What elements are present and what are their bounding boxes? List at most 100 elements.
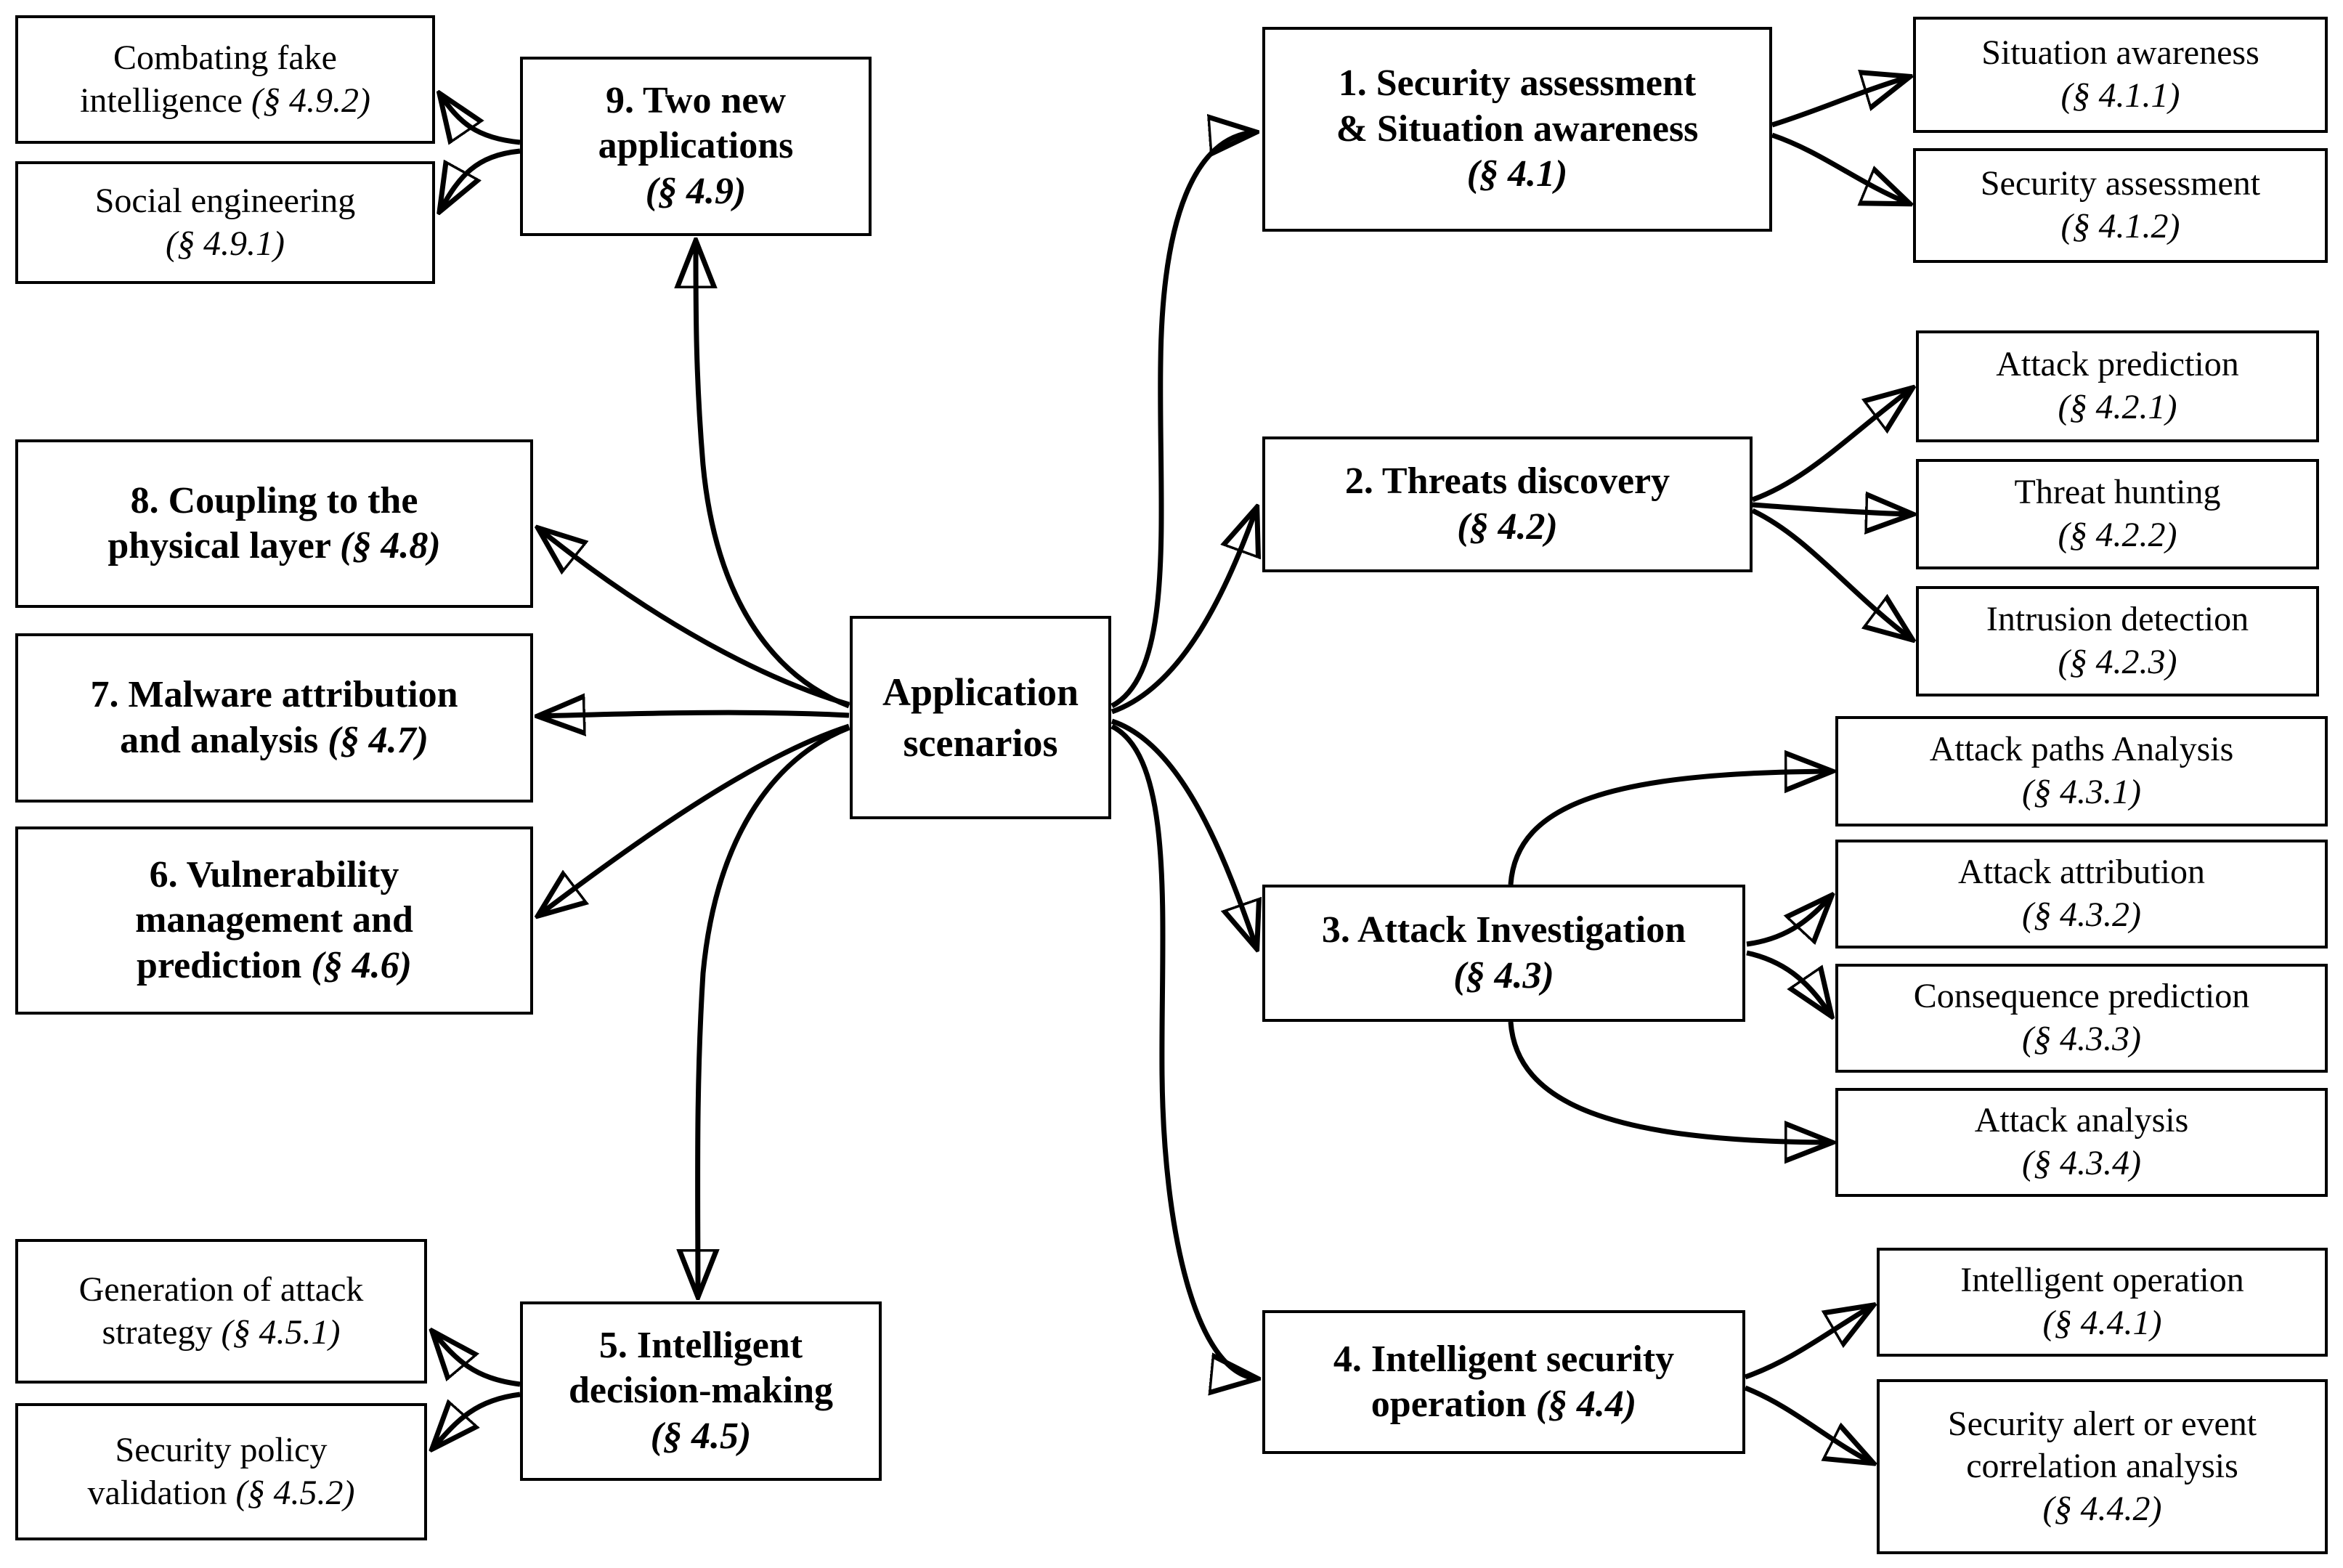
node-label: 5. Intelligent decision-making (§ 4.5) <box>523 1323 879 1459</box>
node-application-scenarios: Application scenarios <box>850 616 1111 819</box>
node-threats-discovery: 2. Threats discovery (§ 4.2) <box>1262 436 1753 572</box>
arrow-center-to-1 <box>1110 132 1255 709</box>
node-label: 3. Attack Investigation (§ 4.3) <box>1265 908 1742 999</box>
arrow-2-to-422 <box>1752 505 1912 514</box>
arrow-3-to-434 <box>1508 1021 1831 1142</box>
node-vulnerability-management-prediction: 6. Vulnerability management and predicti… <box>15 826 533 1015</box>
arrow-9-to-combating <box>440 94 521 142</box>
node-label: Security alert or event correlation anal… <box>1880 1403 2325 1531</box>
node-title: Generation of attack strategy <box>78 1270 364 1352</box>
node-security-assessment-situation-awareness: 1. Security assessment & Situation aware… <box>1262 27 1772 232</box>
section-ref: (§ 4.1.2) <box>2060 207 2180 245</box>
node-attack-paths-analysis: Attack paths Analysis (§ 4.3.1) <box>1835 716 2328 826</box>
node-label: 9. Two new applications (§ 4.9) <box>523 78 869 214</box>
arrow-center-to-7 <box>539 712 850 716</box>
section-ref: (§ 4.9.1) <box>166 224 285 263</box>
node-title: 6. Vulnerability management and predicti… <box>135 853 413 986</box>
node-title: Consequence prediction <box>1913 977 2250 1016</box>
node-title: Situation awareness <box>1981 33 2259 73</box>
arrow-center-to-4 <box>1110 723 1256 1378</box>
arrow-3-to-431 <box>1508 771 1831 885</box>
node-label: Social engineering (§ 4.9.1) <box>18 180 432 265</box>
section-ref: (§ 4.4.2) <box>2042 1489 2162 1528</box>
node-attack-analysis: Attack analysis (§ 4.3.4) <box>1835 1088 2328 1197</box>
arrow-5-to-policy <box>433 1392 521 1448</box>
node-title: Attack prediction <box>1996 345 2239 384</box>
section-ref: (§ 4.1.1) <box>2060 76 2180 115</box>
node-intrusion-detection: Intrusion detection (§ 4.2.3) <box>1916 586 2319 696</box>
section-ref: (§ 4.3.4) <box>2022 1144 2141 1182</box>
arrow-center-to-3 <box>1110 718 1256 948</box>
node-combating-fake-intelligence: Combating fake intelligence (§ 4.9.2) <box>15 15 435 144</box>
node-label: Security assessment (§ 4.1.2) <box>1916 163 2325 248</box>
node-label: 2. Threats discovery (§ 4.2) <box>1265 459 1750 550</box>
arrow-3-to-432 <box>1746 896 1831 947</box>
section-ref: (§ 4.5.2) <box>235 1473 355 1512</box>
node-label: Security policy validation (§ 4.5.2) <box>18 1429 424 1514</box>
node-security-assessment: Security assessment (§ 4.1.2) <box>1913 148 2328 263</box>
section-ref: (§ 4.2.2) <box>2058 516 2177 554</box>
node-title: Attack analysis <box>1974 1101 2189 1140</box>
node-label: Situation awareness (§ 4.1.1) <box>1916 32 2325 117</box>
node-title: Security alert or event correlation anal… <box>1947 1404 2257 1486</box>
arrow-5-to-generation <box>433 1332 521 1387</box>
node-title: Attack paths Analysis <box>1929 730 2234 769</box>
arrow-9-to-social <box>440 148 521 211</box>
node-threat-hunting: Threat hunting (§ 4.2.2) <box>1916 459 2319 569</box>
node-label: Attack prediction (§ 4.2.1) <box>1919 344 2316 428</box>
node-attack-investigation: 3. Attack Investigation (§ 4.3) <box>1262 885 1745 1022</box>
section-ref: (§ 4.3.1) <box>2022 773 2141 811</box>
node-label: Application scenarios <box>853 667 1108 768</box>
arrow-center-to-5 <box>698 725 850 1296</box>
section-ref: (§ 4.3.2) <box>2022 895 2141 934</box>
node-title: Attack attribution <box>1958 853 2205 892</box>
arrow-2-to-423 <box>1751 508 1912 639</box>
node-intelligent-decision-making: 5. Intelligent decision-making (§ 4.5) <box>520 1301 882 1481</box>
section-ref: (§ 4.5) <box>650 1415 752 1457</box>
arrow-4-to-441 <box>1744 1306 1872 1380</box>
node-title: Security policy validation <box>87 1430 328 1512</box>
node-label: Attack paths Analysis (§ 4.3.1) <box>1838 728 2325 813</box>
node-title: 3. Attack Investigation <box>1321 909 1686 951</box>
arrow-center-to-8 <box>539 529 850 707</box>
node-label: 4. Intelligent security operation (§ 4.4… <box>1265 1337 1742 1428</box>
node-label: 6. Vulnerability management and predicti… <box>18 853 530 988</box>
node-security-policy-validation: Security policy validation (§ 4.5.2) <box>15 1403 427 1540</box>
section-ref: (§ 4.6) <box>311 944 412 986</box>
node-label: Consequence prediction (§ 4.3.3) <box>1838 975 2325 1060</box>
node-title: 8. Coupling to the physical layer <box>107 479 418 566</box>
node-title: 5. Intelligent decision-making <box>568 1324 834 1412</box>
section-ref: (§ 4.5.1) <box>221 1312 341 1352</box>
arrow-3-to-433 <box>1746 950 1831 1015</box>
node-label: Intelligent operation (§ 4.4.1) <box>1880 1259 2325 1344</box>
node-attack-attribution: Attack attribution (§ 4.3.2) <box>1835 840 2328 948</box>
node-title: Threat hunting <box>2014 473 2221 512</box>
section-ref: (§ 4.2) <box>1457 505 1558 548</box>
node-title: Application scenarios <box>882 670 1079 765</box>
node-title: 7. Malware attribution and analysis <box>90 674 458 761</box>
node-social-engineering: Social engineering (§ 4.9.1) <box>15 161 435 284</box>
section-ref: (§ 4.8) <box>340 525 441 566</box>
section-ref: (§ 4.4.1) <box>2042 1304 2162 1342</box>
arrow-center-to-9 <box>696 242 850 709</box>
node-security-alert-correlation-analysis: Security alert or event correlation anal… <box>1877 1379 2328 1554</box>
node-generation-attack-strategy: Generation of attack strategy (§ 4.5.1) <box>15 1239 427 1384</box>
node-intelligent-security-operation: 4. Intelligent security operation (§ 4.4… <box>1262 1310 1745 1454</box>
node-title: Social engineering <box>94 181 356 220</box>
node-title: 9. Two new applications <box>598 79 794 167</box>
node-label: Generation of attack strategy (§ 4.5.1) <box>18 1269 424 1354</box>
section-ref: (§ 4.2.1) <box>2058 388 2177 426</box>
node-attack-prediction: Attack prediction (§ 4.2.1) <box>1916 330 2319 442</box>
node-label: Combating fake intelligence (§ 4.9.2) <box>18 37 432 122</box>
section-ref: (§ 4.3.3) <box>2022 1020 2141 1058</box>
node-malware-attribution-analysis: 7. Malware attribution and analysis (§ 4… <box>15 633 533 803</box>
arrow-4-to-442 <box>1744 1385 1872 1463</box>
node-title: Security assessment <box>1980 164 2261 203</box>
node-situation-awareness: Situation awareness (§ 4.1.1) <box>1913 17 2328 133</box>
node-label: 8. Coupling to the physical layer (§ 4.8… <box>18 479 530 569</box>
node-two-new-applications: 9. Two new applications (§ 4.9) <box>520 57 872 236</box>
section-ref: (§ 4.1) <box>1466 153 1568 195</box>
node-label: Threat hunting (§ 4.2.2) <box>1919 471 2316 556</box>
node-title: Combating fake intelligence <box>80 38 337 120</box>
